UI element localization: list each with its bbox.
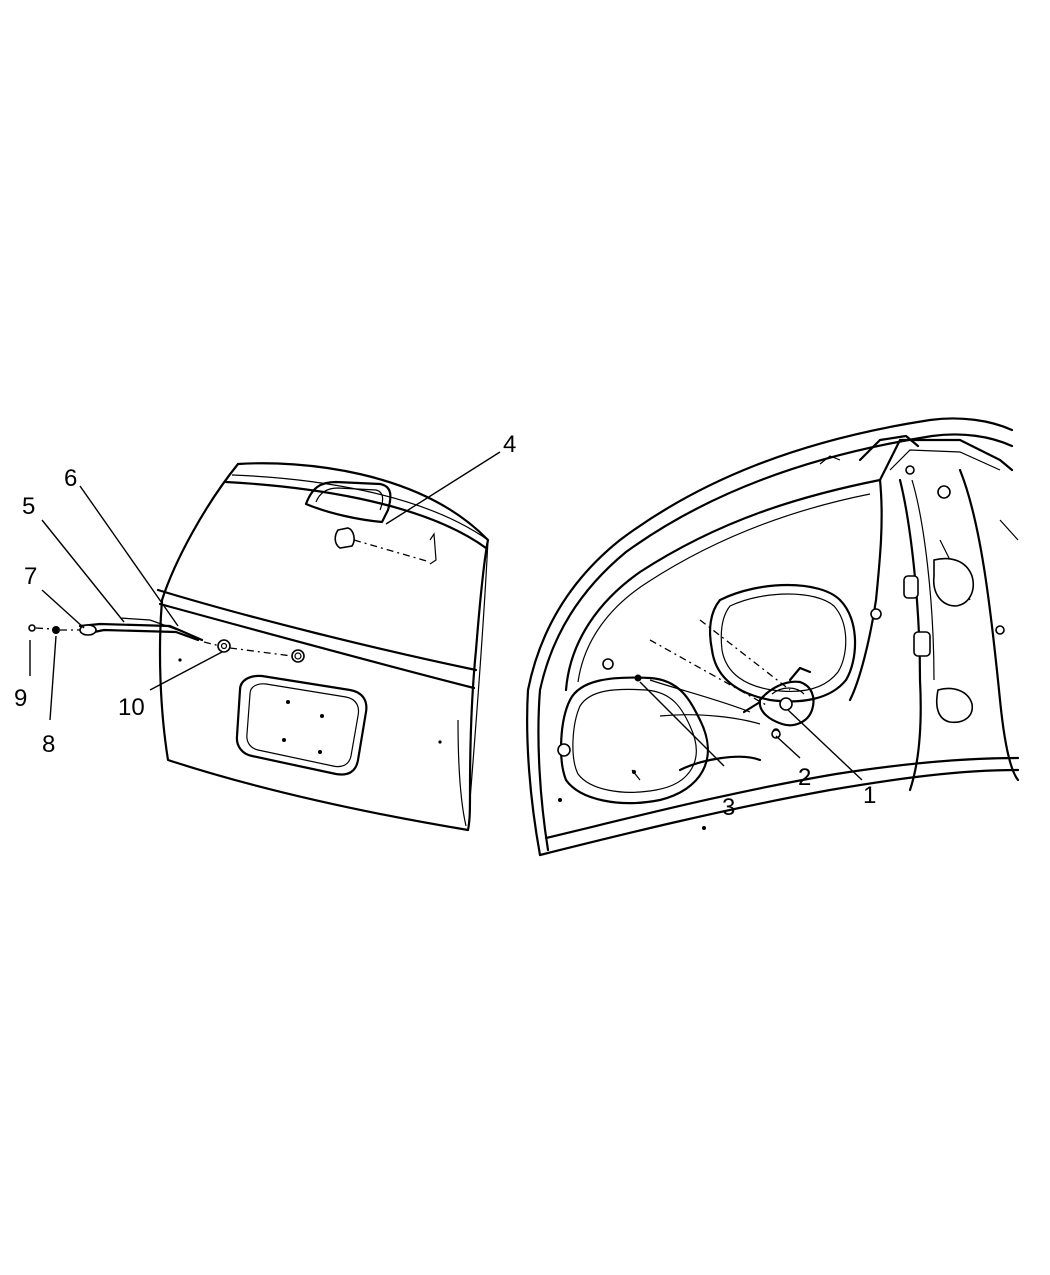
leader-lines bbox=[29, 451, 863, 781]
callout-10: 10 bbox=[118, 694, 145, 721]
callout-8: 8 bbox=[42, 731, 55, 758]
liftgate-interior bbox=[526, 417, 1020, 857]
liftgate-exterior bbox=[156, 462, 490, 832]
callout-1: 1 bbox=[863, 782, 876, 809]
callout-4: 4 bbox=[503, 431, 516, 458]
wiper-arm-and-blade bbox=[78, 617, 221, 647]
callout-labels: 1 2 3 4 5 6 7 8 9 10 bbox=[14, 431, 876, 821]
callout-9: 9 bbox=[14, 685, 27, 712]
wiper-hardware bbox=[28, 624, 293, 657]
callout-5: 5 bbox=[22, 493, 35, 520]
motor-fasteners bbox=[634, 674, 781, 739]
callout-2: 2 bbox=[798, 764, 811, 791]
callout-7: 7 bbox=[24, 563, 37, 590]
callout-3: 3 bbox=[722, 794, 735, 821]
callout-6: 6 bbox=[64, 465, 77, 492]
